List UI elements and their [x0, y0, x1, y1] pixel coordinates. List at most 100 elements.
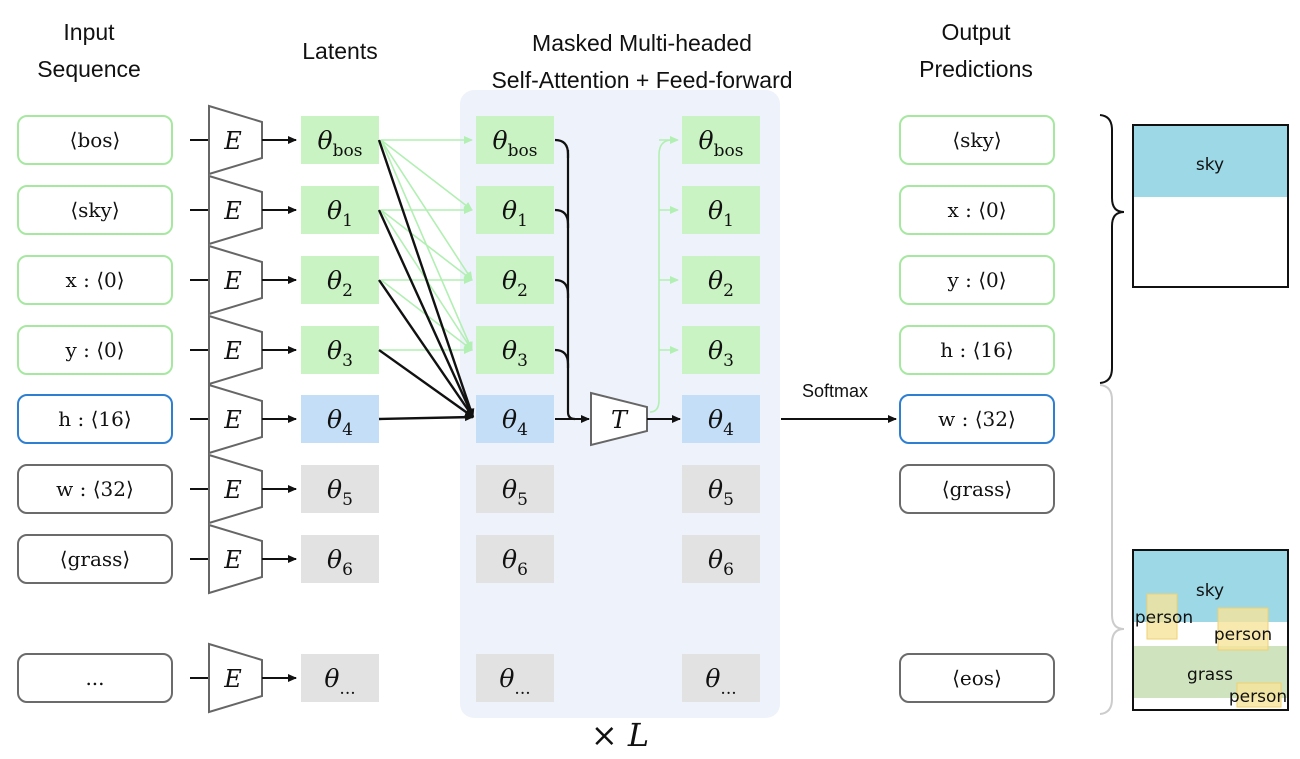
latent-theta-subscript: 1 [342, 211, 353, 231]
output-token-box [899, 394, 1055, 444]
person-box [1236, 682, 1282, 708]
input-token-box [17, 464, 173, 514]
encoder-block [208, 453, 263, 525]
encoder-label: E [223, 406, 242, 434]
encoder-label: E [223, 127, 242, 155]
attention-output-box [682, 654, 760, 702]
attention-arrow-current [378, 413, 474, 422]
encoder-block [208, 523, 263, 595]
attention-input-box [476, 535, 554, 583]
encoder-label: E [223, 665, 242, 693]
output-brace [1099, 114, 1125, 384]
encoder-block [208, 174, 263, 246]
sky-label: sky [1196, 581, 1224, 601]
person-label: person [1214, 625, 1272, 645]
output-token-text: w : ⟨32⟩ [938, 407, 1016, 431]
output-token-text: ⟨grass⟩ [942, 477, 1012, 501]
input-token-box [17, 653, 173, 703]
header-input-line1: Input [63, 19, 115, 45]
output-token-text: h : ⟨16⟩ [940, 338, 1013, 362]
attention-output-box [682, 395, 760, 443]
latent-box [301, 186, 379, 234]
output-token-box [899, 255, 1055, 305]
person-box [1217, 607, 1269, 651]
output-token-box [899, 115, 1055, 165]
input-token-box [17, 185, 173, 235]
person-label: person [1229, 687, 1287, 707]
layout-preview-bottom: sky person person grass person [1132, 549, 1289, 711]
sky-region [1134, 126, 1287, 197]
attention-input-box [476, 654, 554, 702]
output-token-text: y : ⟨0⟩ [946, 268, 1006, 292]
layout-preview-top: sky [1132, 124, 1289, 288]
input-token-box [17, 325, 173, 375]
attention-output-box [682, 256, 760, 304]
latent-box [301, 116, 379, 164]
output-token-box [899, 185, 1055, 235]
attention-arrow-current [378, 349, 474, 418]
person-label: person [1135, 608, 1193, 628]
encoder-label: E [223, 546, 242, 574]
input-token-text: ... [85, 666, 104, 690]
encoder-label: E [223, 267, 242, 295]
encoder-label: E [223, 476, 242, 504]
attention-input-box [476, 186, 554, 234]
latent-box [301, 654, 379, 702]
latent-theta-subscript: 6 [342, 560, 353, 580]
attention-arrow [380, 209, 473, 281]
input-token-text: y : ⟨0⟩ [64, 338, 124, 362]
header-output-line2: Predictions [919, 56, 1033, 82]
attention-input-theta-subscript: 5 [517, 490, 528, 510]
encoder-block [208, 104, 263, 176]
latent-box [301, 326, 379, 374]
attention-output-theta-subscript: 3 [723, 351, 734, 371]
attention-input-box [476, 326, 554, 374]
latent-box [301, 256, 379, 304]
grass-label: grass [1187, 665, 1233, 685]
input-token-box [17, 115, 173, 165]
attention-output-theta-subscript: 6 [723, 560, 734, 580]
attention-input-theta-subscript: 2 [517, 281, 528, 301]
latent-theta-subscript: 5 [342, 490, 353, 510]
attention-output-theta-subscript: bos [714, 141, 744, 161]
output-token-box [899, 653, 1055, 703]
latent-box [301, 535, 379, 583]
output-bracket [1099, 384, 1125, 715]
input-token-text: ⟨bos⟩ [70, 128, 121, 152]
transformer-label: T [611, 406, 629, 434]
latent-theta-subscript: bos [333, 141, 363, 161]
attention-input-theta-subscript: 1 [517, 211, 528, 231]
attention-input-box [476, 465, 554, 513]
latent-box [301, 465, 379, 513]
attention-input-box [476, 395, 554, 443]
attention-output-theta-subscript: 5 [723, 490, 734, 510]
person-box [1146, 593, 1178, 640]
attention-input-theta-subscript: 4 [517, 420, 528, 440]
attention-output-theta-subscript: 2 [723, 281, 734, 301]
encoder-block [208, 642, 263, 714]
input-token-text: x : ⟨0⟩ [65, 268, 124, 292]
attention-input-theta-subscript: 3 [517, 351, 528, 371]
attention-arrow [380, 139, 473, 211]
output-token-text: x : ⟨0⟩ [947, 198, 1006, 222]
arrows-layer [377, 136, 679, 422]
output-token-text: ⟨sky⟩ [952, 128, 1001, 152]
header-latents: Latents [302, 38, 377, 64]
header-attention-line2: Self-Attention + Feed-forward [491, 67, 792, 93]
output-fan [649, 139, 673, 413]
latent-theta-subscript: 4 [342, 420, 353, 440]
attention-output-theta-subscript: 4 [723, 420, 734, 440]
encoder-block [208, 314, 263, 386]
attention-arrow-current [377, 209, 475, 418]
latent-box [301, 395, 379, 443]
attention-output-theta-subscript: 1 [723, 211, 734, 231]
encoder-label: E [223, 337, 242, 365]
repeat-label: × L [591, 716, 649, 754]
attention-output-box [682, 116, 760, 164]
attention-input-box [476, 256, 554, 304]
attention-input-theta-subscript: bos [508, 141, 538, 161]
input-token-text: ⟨grass⟩ [60, 547, 130, 571]
sky-label: sky [1196, 155, 1224, 175]
output-token-box [899, 325, 1055, 375]
